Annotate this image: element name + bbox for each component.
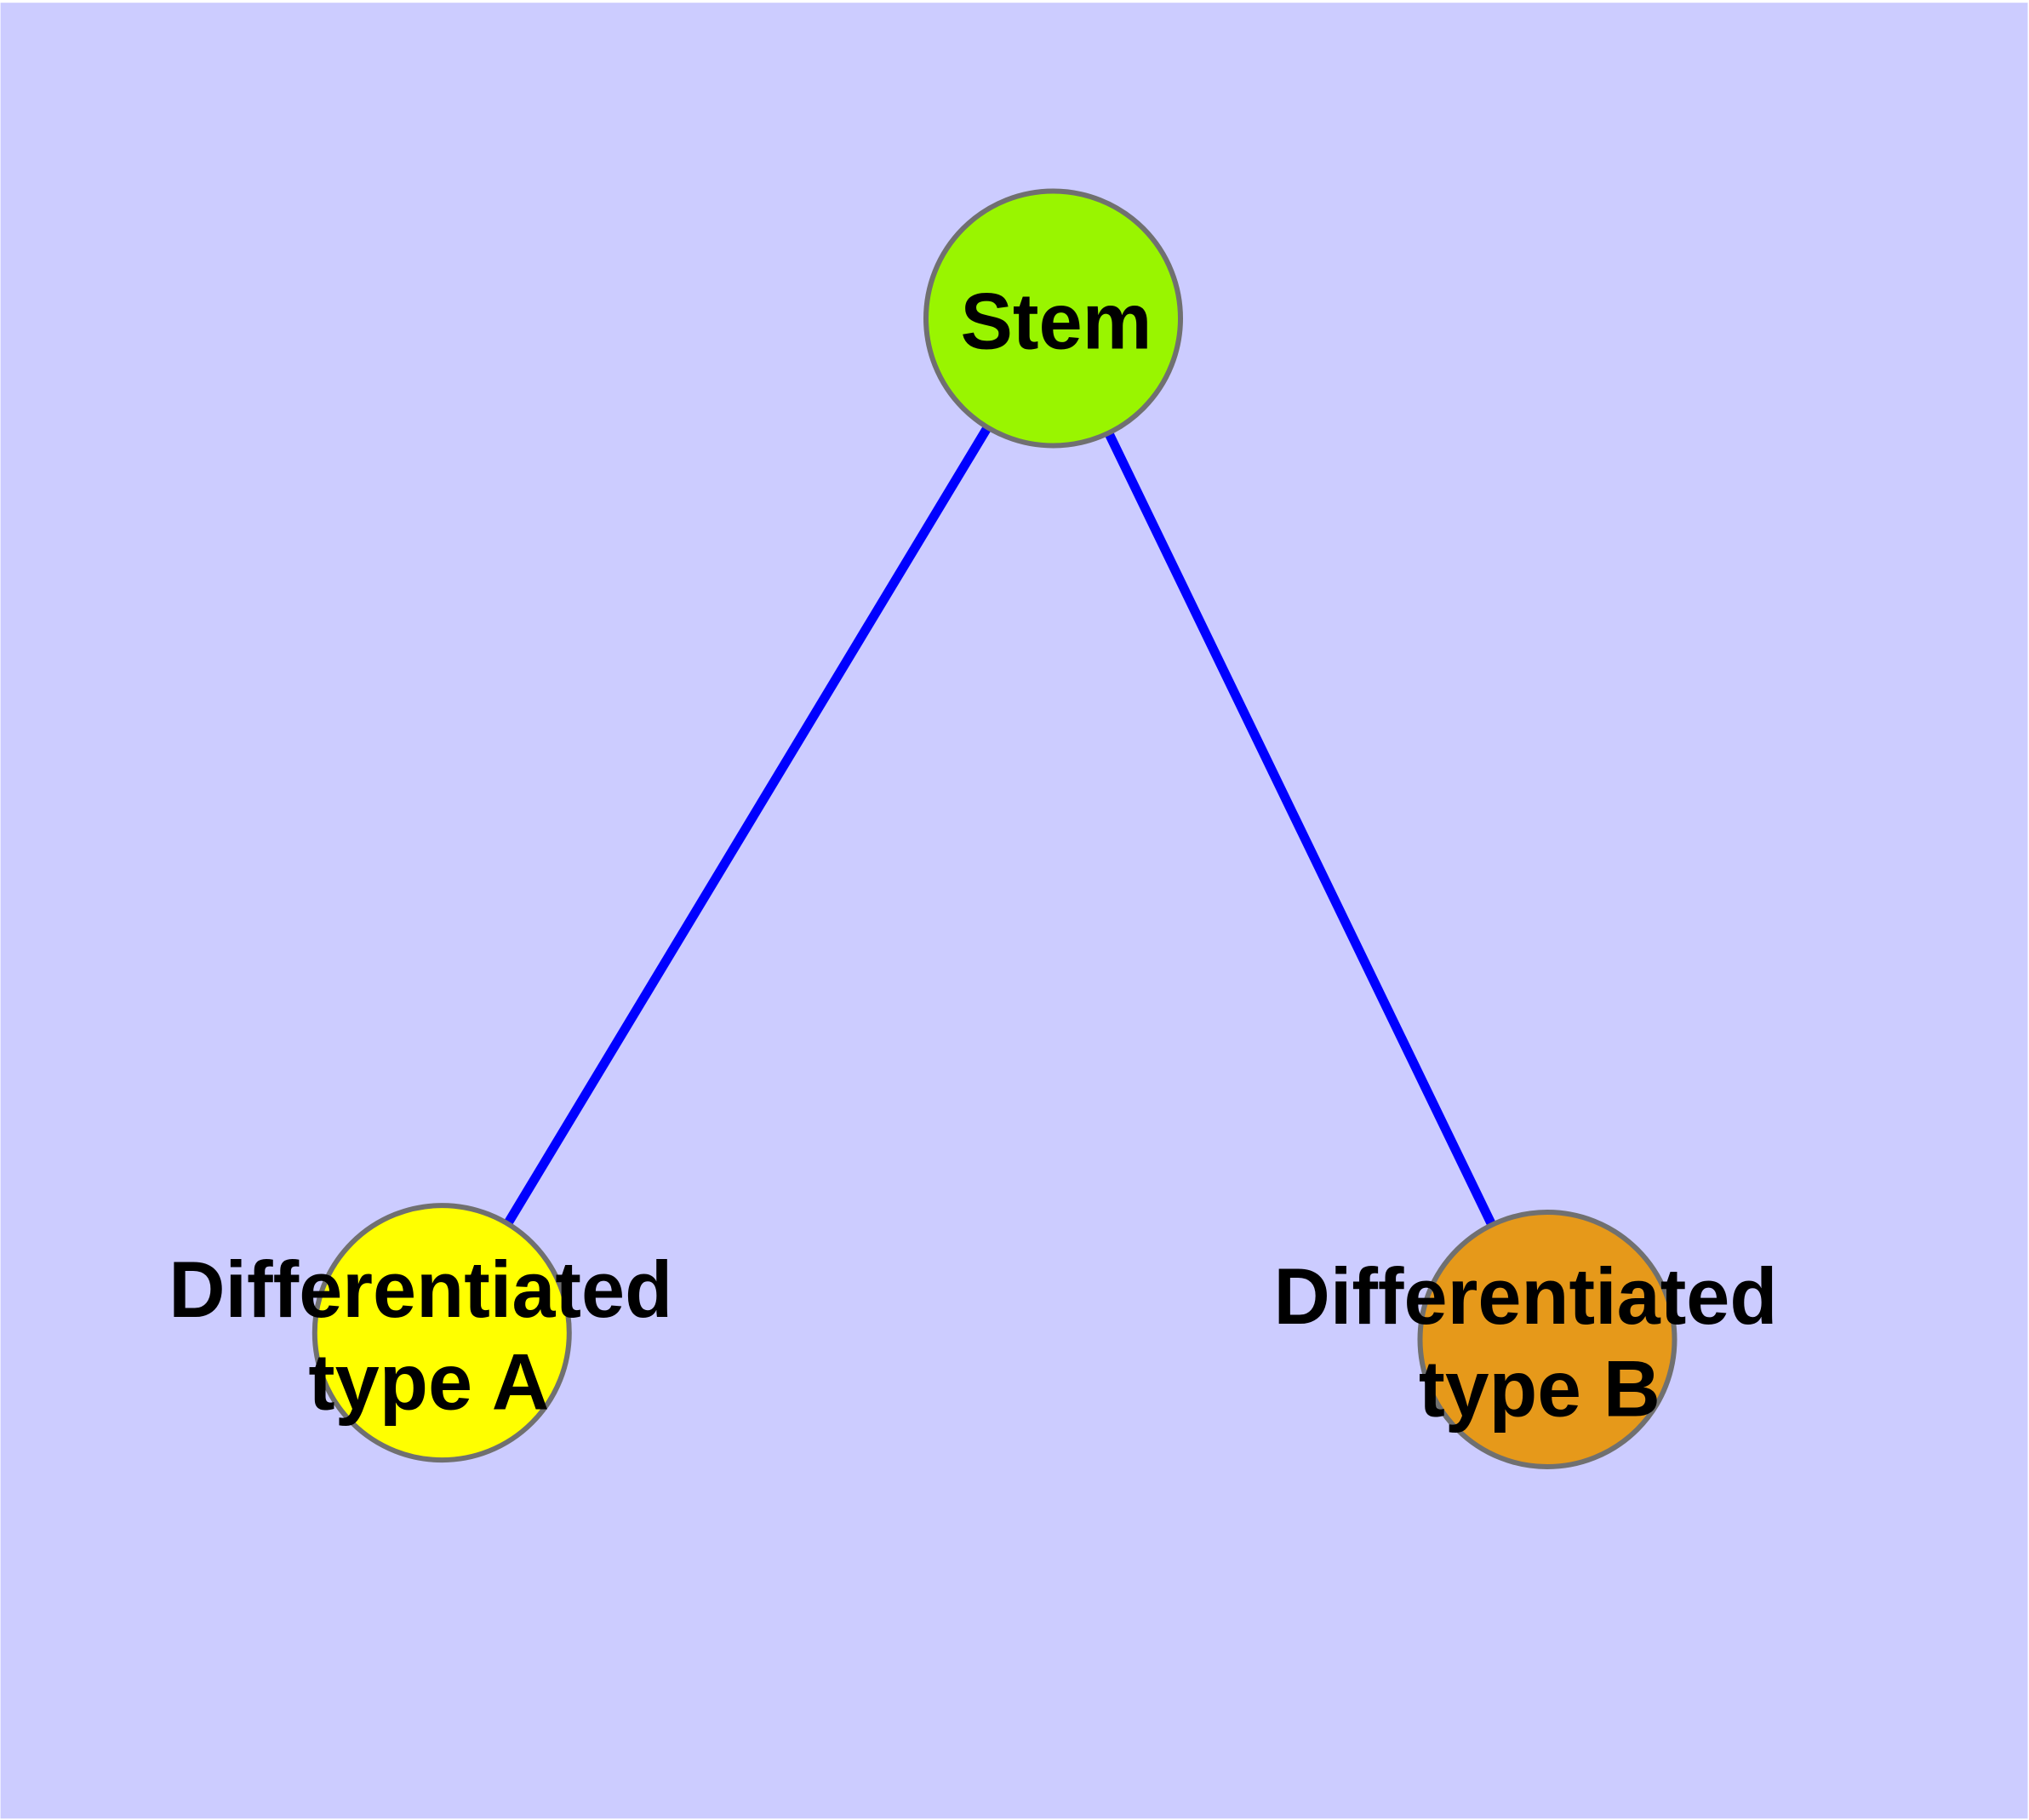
svg-text:type B: type B xyxy=(1419,1344,1660,1434)
svg-text:Differentiated: Differentiated xyxy=(169,1245,672,1334)
svg-text:type A: type A xyxy=(308,1337,549,1427)
svg-text:Differentiated: Differentiated xyxy=(1274,1251,1778,1341)
svg-text:Stem: Stem xyxy=(961,276,1152,365)
